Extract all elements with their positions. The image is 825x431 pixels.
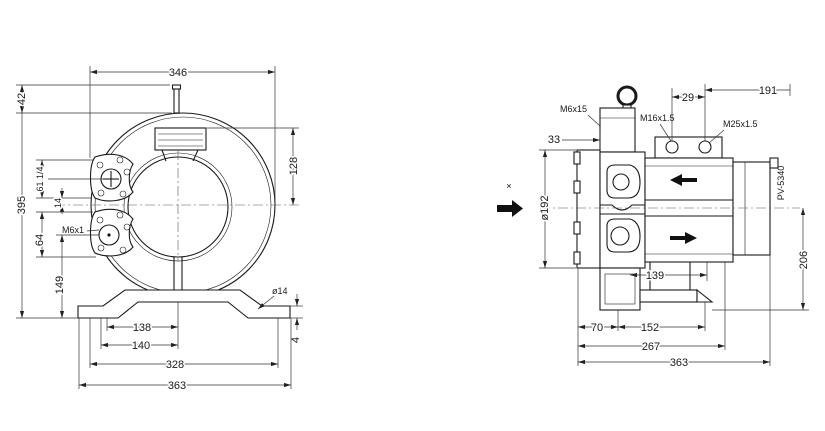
lower-port-window xyxy=(606,218,641,253)
thread-leader-line xyxy=(86,229,100,232)
thread-leader-line xyxy=(587,114,601,127)
dim-191-label: 191 xyxy=(759,85,777,97)
dim-267-label: 267 xyxy=(642,341,660,353)
dim-138-label: 138 xyxy=(133,322,151,334)
bolt-hole xyxy=(123,168,131,176)
dim-328-label: 328 xyxy=(166,359,184,371)
bolt-head xyxy=(573,221,581,235)
inlet-flow-arrow xyxy=(670,174,697,186)
flow-direction-arrow xyxy=(497,200,523,217)
base-block-inner xyxy=(604,273,636,305)
front-view-dimensions: 346 42 395 61 1/4 14 64 M6 xyxy=(15,66,304,394)
outlet-flow-arrow xyxy=(670,232,697,244)
dim-140-label: 140 xyxy=(132,340,150,352)
dim-33-label: 33 xyxy=(548,134,560,146)
motor-cap xyxy=(769,157,779,169)
upper-port-window xyxy=(606,164,641,199)
motor xyxy=(732,161,771,256)
bolt-head xyxy=(573,151,581,165)
dim-4-label: 4 xyxy=(290,337,302,343)
flow-marker: × xyxy=(504,183,514,188)
upper-side-flange xyxy=(89,153,134,202)
main-housing xyxy=(644,157,734,263)
thread-m16-label: M16x1.5 xyxy=(640,113,675,123)
center-lines xyxy=(55,150,300,262)
upper-port-opening xyxy=(612,173,630,191)
foot-plate xyxy=(639,289,698,303)
lower-side-flange xyxy=(89,208,134,257)
lower-flange-plate xyxy=(89,208,134,257)
bolt-hole xyxy=(97,244,105,252)
upper-flange-plate xyxy=(89,153,134,202)
dim-346-label: 346 xyxy=(169,67,187,79)
foot-end xyxy=(696,288,714,303)
dim-42-label: 42 xyxy=(16,93,28,105)
dim-152-label: 152 xyxy=(641,322,659,334)
thread-m6-label: M6x15 xyxy=(560,104,587,114)
thread-m25-label: M25x1.5 xyxy=(723,119,758,129)
dim-206-label: 206 xyxy=(798,251,810,269)
bolt-hole xyxy=(96,161,104,169)
dim-hole-label: ø14 xyxy=(272,286,288,296)
side-view: × xyxy=(497,84,812,371)
bolt-hole xyxy=(119,190,127,198)
side-view-dimensions: M6x15 M16x1.5 M25x1.5 29 191 33 ø192 xyxy=(538,84,812,371)
front-view: 346 42 395 61 1/4 14 64 M6 xyxy=(15,66,304,394)
dim-363-label: 363 xyxy=(670,357,688,369)
dim-70-label: 70 xyxy=(591,322,603,334)
lower-port-center xyxy=(107,233,111,237)
hole-leader-line xyxy=(257,295,275,310)
base-bracket xyxy=(77,289,291,319)
bolt-head xyxy=(573,251,581,265)
model-label: PV-5340 xyxy=(776,166,786,201)
bolt-hole xyxy=(119,246,127,254)
top-pin xyxy=(173,87,180,114)
side-cover xyxy=(576,149,601,269)
dim-29-label: 29 xyxy=(682,92,694,104)
thread-leader-line xyxy=(708,129,725,144)
bolt-hole xyxy=(116,156,124,164)
top-pin-cap xyxy=(171,84,182,90)
bolt-head xyxy=(573,180,581,194)
dim-port-upper-label: 61 1/4 xyxy=(35,166,45,191)
bolt-hole xyxy=(97,189,105,197)
dim-14-label: 14 xyxy=(53,198,63,208)
port-neck-left xyxy=(161,149,167,162)
bolt-hole xyxy=(96,216,104,224)
lifting-eye xyxy=(616,85,638,107)
bolt-hole xyxy=(116,211,124,219)
port-flange xyxy=(154,127,207,151)
top-tube xyxy=(599,107,636,153)
dim-192-label: ø192 xyxy=(539,195,551,220)
dim-363-label: 363 xyxy=(168,380,186,392)
dim-64-label: 64 xyxy=(34,234,46,246)
dim-395-label: 395 xyxy=(16,196,28,214)
dim-128-label: 128 xyxy=(288,157,300,175)
top-port xyxy=(154,84,207,162)
side-housing xyxy=(573,149,779,269)
lower-port-opening xyxy=(610,226,630,246)
thread-leader-line xyxy=(659,123,672,142)
port-waist xyxy=(600,204,645,211)
port-neck-right xyxy=(192,149,199,162)
dim-149-label: 149 xyxy=(54,276,66,294)
thread-label: M6x1 xyxy=(62,225,84,235)
dim-139-label: 139 xyxy=(646,270,664,282)
bolt-hole xyxy=(123,223,131,231)
